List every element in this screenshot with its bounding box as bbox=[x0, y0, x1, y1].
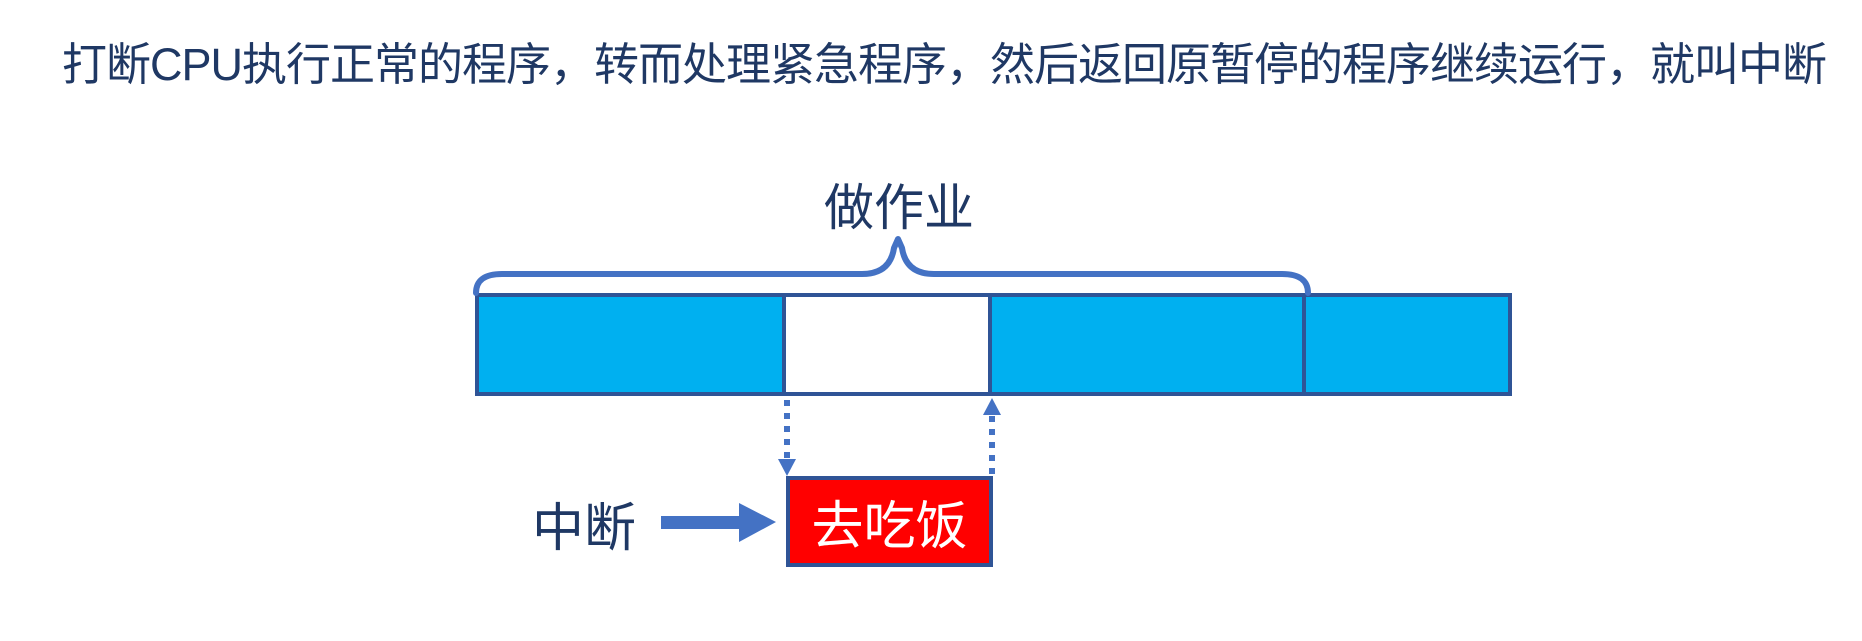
interrupt-down-arrow-icon bbox=[778, 400, 796, 476]
interrupt-label: 中断 bbox=[532, 500, 637, 558]
interrupt-task-label: 去吃饭 bbox=[811, 498, 968, 556]
interrupt-arrow-icon bbox=[661, 503, 776, 542]
homework-label: 做作业 bbox=[824, 180, 974, 236]
bar-segment-normal-2 bbox=[992, 297, 1306, 392]
bar-segment-normal-3 bbox=[1306, 297, 1508, 392]
timeline-bar bbox=[475, 293, 1512, 396]
top-brace-icon bbox=[473, 236, 1311, 296]
page-title: 打断CPU执行正常的程序，转而处理紧急程序，然后返回原暂停的程序继续运行，就叫中… bbox=[62, 39, 1827, 90]
return-up-arrow-icon bbox=[983, 398, 1001, 474]
interrupt-task-box: 去吃饭 bbox=[786, 476, 993, 567]
bar-segment-interrupted-gap bbox=[786, 297, 992, 392]
bar-segment-normal-1 bbox=[479, 297, 786, 392]
